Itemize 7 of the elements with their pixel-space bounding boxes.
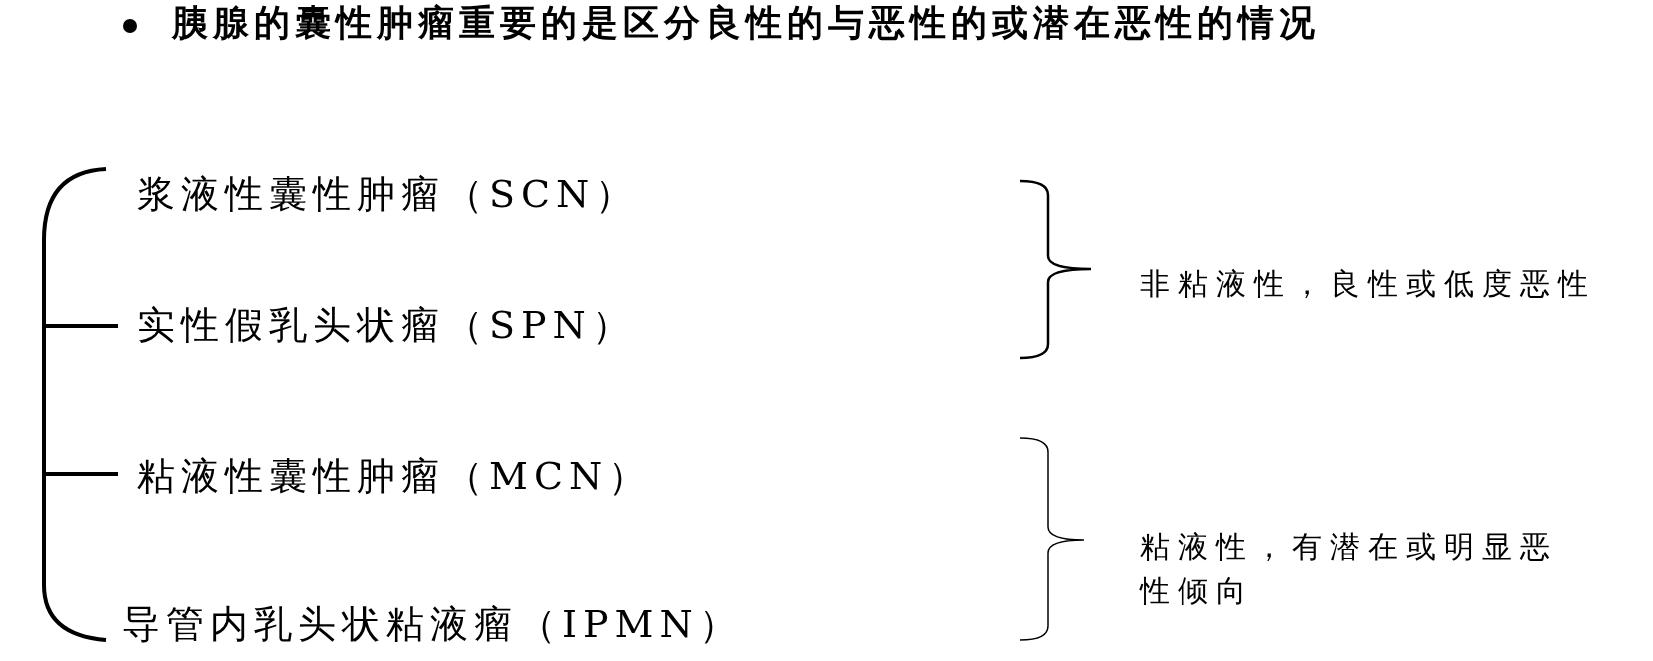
heading: 胰腺的囊性肿瘤重要的是区分良性的与恶性的或潜在恶性的情况 xyxy=(172,0,1320,44)
tumor-type-label: 实性假乳头状瘤（SPN） xyxy=(137,305,636,347)
group-note: 非粘液性，良性或低度恶性 xyxy=(1140,265,1596,303)
tumor-type-label: 导管内乳头状粘液瘤（IPMN） xyxy=(122,604,743,646)
group-note: 粘液性，有潜在或明显恶性倾向 xyxy=(1140,528,1559,610)
tumor-type-label: 浆液性囊性肿瘤（SCN） xyxy=(137,174,640,216)
tumor-type-label: 粘液性囊性肿瘤（MCN） xyxy=(137,456,653,498)
